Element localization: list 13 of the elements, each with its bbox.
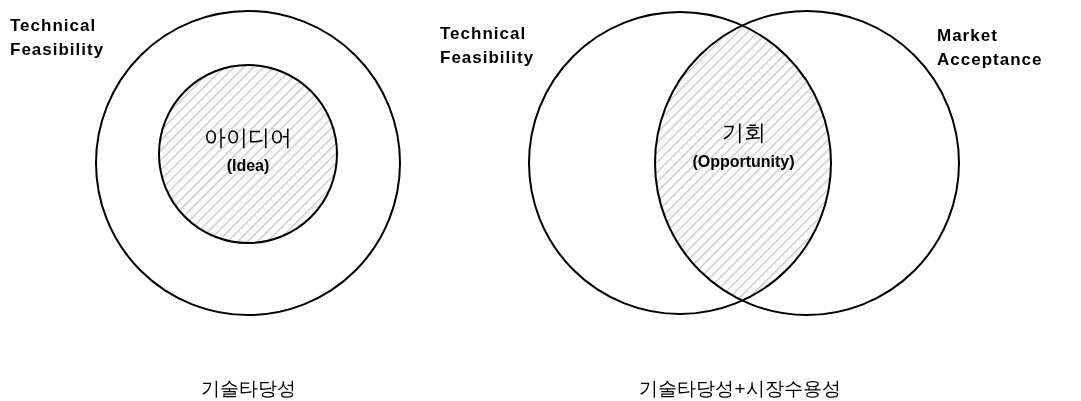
- region-label: 아이디어: [203, 124, 293, 152]
- region-label: 기회: [720, 119, 767, 147]
- caption-label: 기술타당성+시장수용성: [639, 377, 841, 401]
- heading-label: Technical Feasibility: [10, 15, 106, 61]
- circle-region: [158, 63, 338, 243]
- overlap-region: [655, 25, 832, 301]
- region-sublabel: (Idea): [225, 157, 271, 175]
- region-sublabel: (Opportunity): [691, 153, 796, 171]
- caption-label: 기술타당성: [200, 377, 296, 401]
- circle-region: [10, 10, 402, 318]
- heading-label: Technical Feasibility: [440, 23, 536, 69]
- circle-region: [440, 10, 834, 318]
- heading-label: Market Acceptance: [937, 25, 1044, 71]
